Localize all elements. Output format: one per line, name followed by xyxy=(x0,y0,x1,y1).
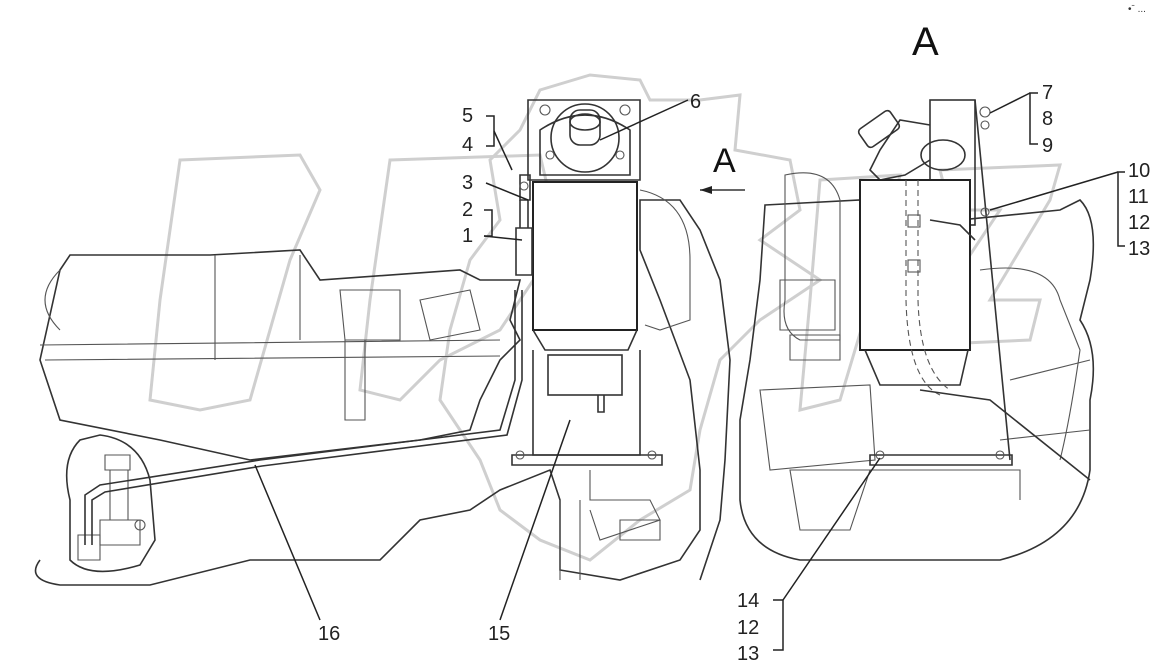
callout-14: 14 xyxy=(737,590,759,612)
callout-11: 11 xyxy=(1128,186,1149,208)
callout-7: 7 xyxy=(1042,82,1053,104)
callout-6: 6 xyxy=(690,91,701,113)
bracket-left xyxy=(511,189,691,466)
fuel-line xyxy=(84,290,523,545)
callout-8: 8 xyxy=(1042,108,1053,130)
view-heading: A xyxy=(912,20,939,64)
callout-4: 4 xyxy=(462,134,473,156)
callout-5: 5 xyxy=(462,105,473,127)
corner-mark: •ˉ ... xyxy=(1128,4,1146,15)
callout-13-top: 13 xyxy=(1128,238,1150,260)
callout-13-bottom: 13 xyxy=(737,643,759,665)
callout-9: 9 xyxy=(1042,135,1053,157)
callout-1: 1 xyxy=(462,225,473,247)
callouts: 5 4 3 2 1 6 7 8 9 10 11 12 13 14 12 13 1… xyxy=(318,82,1150,665)
fuel-filter-right xyxy=(857,99,1091,481)
callout-12-bottom: 12 xyxy=(737,617,759,639)
engine-left-outline xyxy=(34,199,731,586)
fuel-valve-left xyxy=(65,434,156,573)
section-arrow-label: A xyxy=(713,142,736,180)
callout-2: 2 xyxy=(462,199,473,221)
callout-12-top: 12 xyxy=(1128,212,1150,234)
callout-16: 16 xyxy=(318,623,340,645)
fuel-filter-left xyxy=(515,99,641,413)
callout-3: 3 xyxy=(462,172,473,194)
callout-15: 15 xyxy=(488,623,510,645)
section-arrow: A xyxy=(700,142,745,194)
leader-lines xyxy=(254,92,1125,651)
callout-10: 10 xyxy=(1128,160,1150,182)
engine-right-outline xyxy=(739,172,1095,561)
